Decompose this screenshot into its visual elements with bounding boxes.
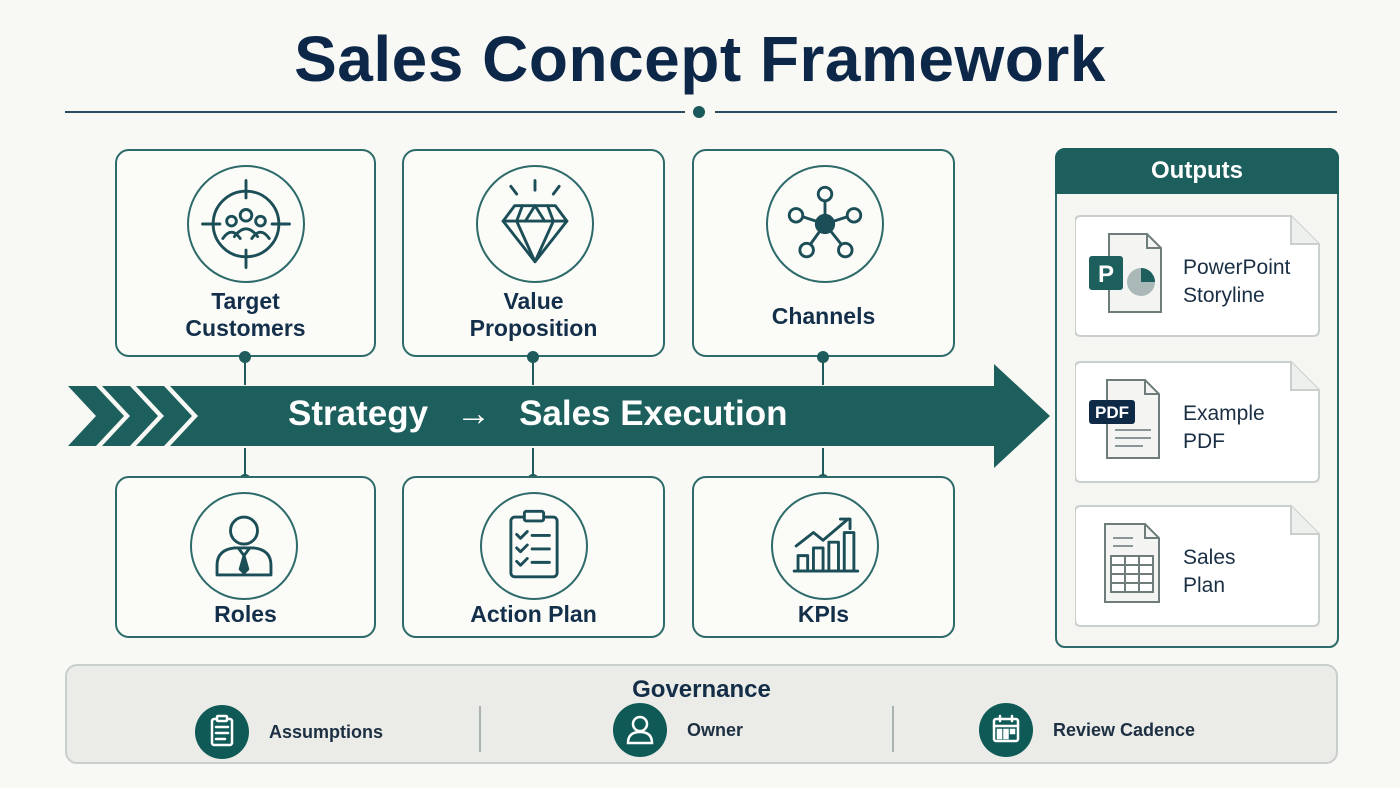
right-arrow-icon: → xyxy=(456,394,492,433)
governance-label: Owner xyxy=(687,719,744,740)
connector xyxy=(822,448,824,476)
connector xyxy=(822,357,824,385)
page-title: Sales Concept Framework xyxy=(294,23,1106,95)
divider xyxy=(479,706,481,752)
output-example-pdf[interactable]: PDF Example PDF xyxy=(1075,360,1321,484)
output-powerpoint-storyline[interactable]: P PowerPoint Storyline xyxy=(1075,214,1321,338)
card-action-plan[interactable]: Action Plan xyxy=(402,476,665,638)
connector xyxy=(532,357,534,385)
pdf-file-icon: PDF xyxy=(1085,378,1175,462)
banner-left-text: Strategy xyxy=(288,394,429,433)
connector xyxy=(244,448,246,476)
output-label: Example PDF xyxy=(1183,402,1265,453)
governance-label: Review Cadence xyxy=(1053,719,1196,740)
outputs-title: Outputs xyxy=(1055,148,1339,194)
powerpoint-file-icon: P xyxy=(1085,232,1175,316)
powerpoint-badge: P xyxy=(1098,261,1114,288)
connector xyxy=(244,357,246,385)
governance-bar: Governance Assumptions Owner xyxy=(65,664,1338,764)
governance-item-owner[interactable]: Owner xyxy=(613,703,744,757)
output-label: PowerPoint Storyline xyxy=(1183,256,1291,307)
strategy-execution-banner: Strategy → Sales Execution xyxy=(60,360,1060,472)
card-roles[interactable]: Roles xyxy=(115,476,376,638)
pdf-badge: PDF xyxy=(1095,403,1129,422)
title-divider-left xyxy=(65,111,685,113)
governance-item-review-cadence[interactable]: Review Cadence xyxy=(979,703,1196,757)
output-label: Sales Plan xyxy=(1183,546,1236,597)
output-sales-plan[interactable]: Sales Plan xyxy=(1075,504,1321,628)
card-label: KPIs xyxy=(797,601,850,627)
outputs-panel: Outputs P PowerPoint Storyline xyxy=(1055,148,1339,648)
calendar-icon xyxy=(979,703,1033,757)
card-label: Channels xyxy=(771,303,876,329)
card-label: Target Customers xyxy=(185,288,306,341)
connector xyxy=(532,448,534,476)
clipboard-icon xyxy=(195,705,249,759)
target-customers-icon xyxy=(187,165,305,283)
connector-dot xyxy=(817,351,829,363)
connector-dot xyxy=(239,351,251,363)
card-target-customers[interactable]: Target Customers xyxy=(115,149,376,357)
card-channels[interactable]: Channels xyxy=(692,149,955,357)
connector-dot xyxy=(527,351,539,363)
clipboard-checklist-icon xyxy=(480,492,588,600)
card-label: Value Proposition xyxy=(469,288,598,341)
card-kpis[interactable]: KPIs xyxy=(692,476,955,638)
person-tie-icon xyxy=(190,492,298,600)
network-hub-icon xyxy=(766,165,884,283)
spreadsheet-file-icon xyxy=(1085,522,1175,606)
card-value-proposition[interactable]: Value Proposition xyxy=(402,149,665,357)
divider xyxy=(892,706,894,752)
banner-label: Strategy → Sales Execution xyxy=(288,394,788,434)
card-label: Action Plan xyxy=(470,601,597,627)
bar-chart-trend-icon xyxy=(771,492,879,600)
user-icon xyxy=(613,703,667,757)
governance-label: Assumptions xyxy=(269,721,384,742)
title-divider-right xyxy=(715,111,1337,113)
banner-right-text: Sales Execution xyxy=(519,394,788,433)
card-label: Roles xyxy=(214,601,277,627)
governance-item-assumptions[interactable]: Assumptions xyxy=(195,705,384,759)
governance-title: Governance xyxy=(632,676,771,703)
diamond-icon xyxy=(476,165,594,283)
title-divider-dot xyxy=(693,106,705,118)
